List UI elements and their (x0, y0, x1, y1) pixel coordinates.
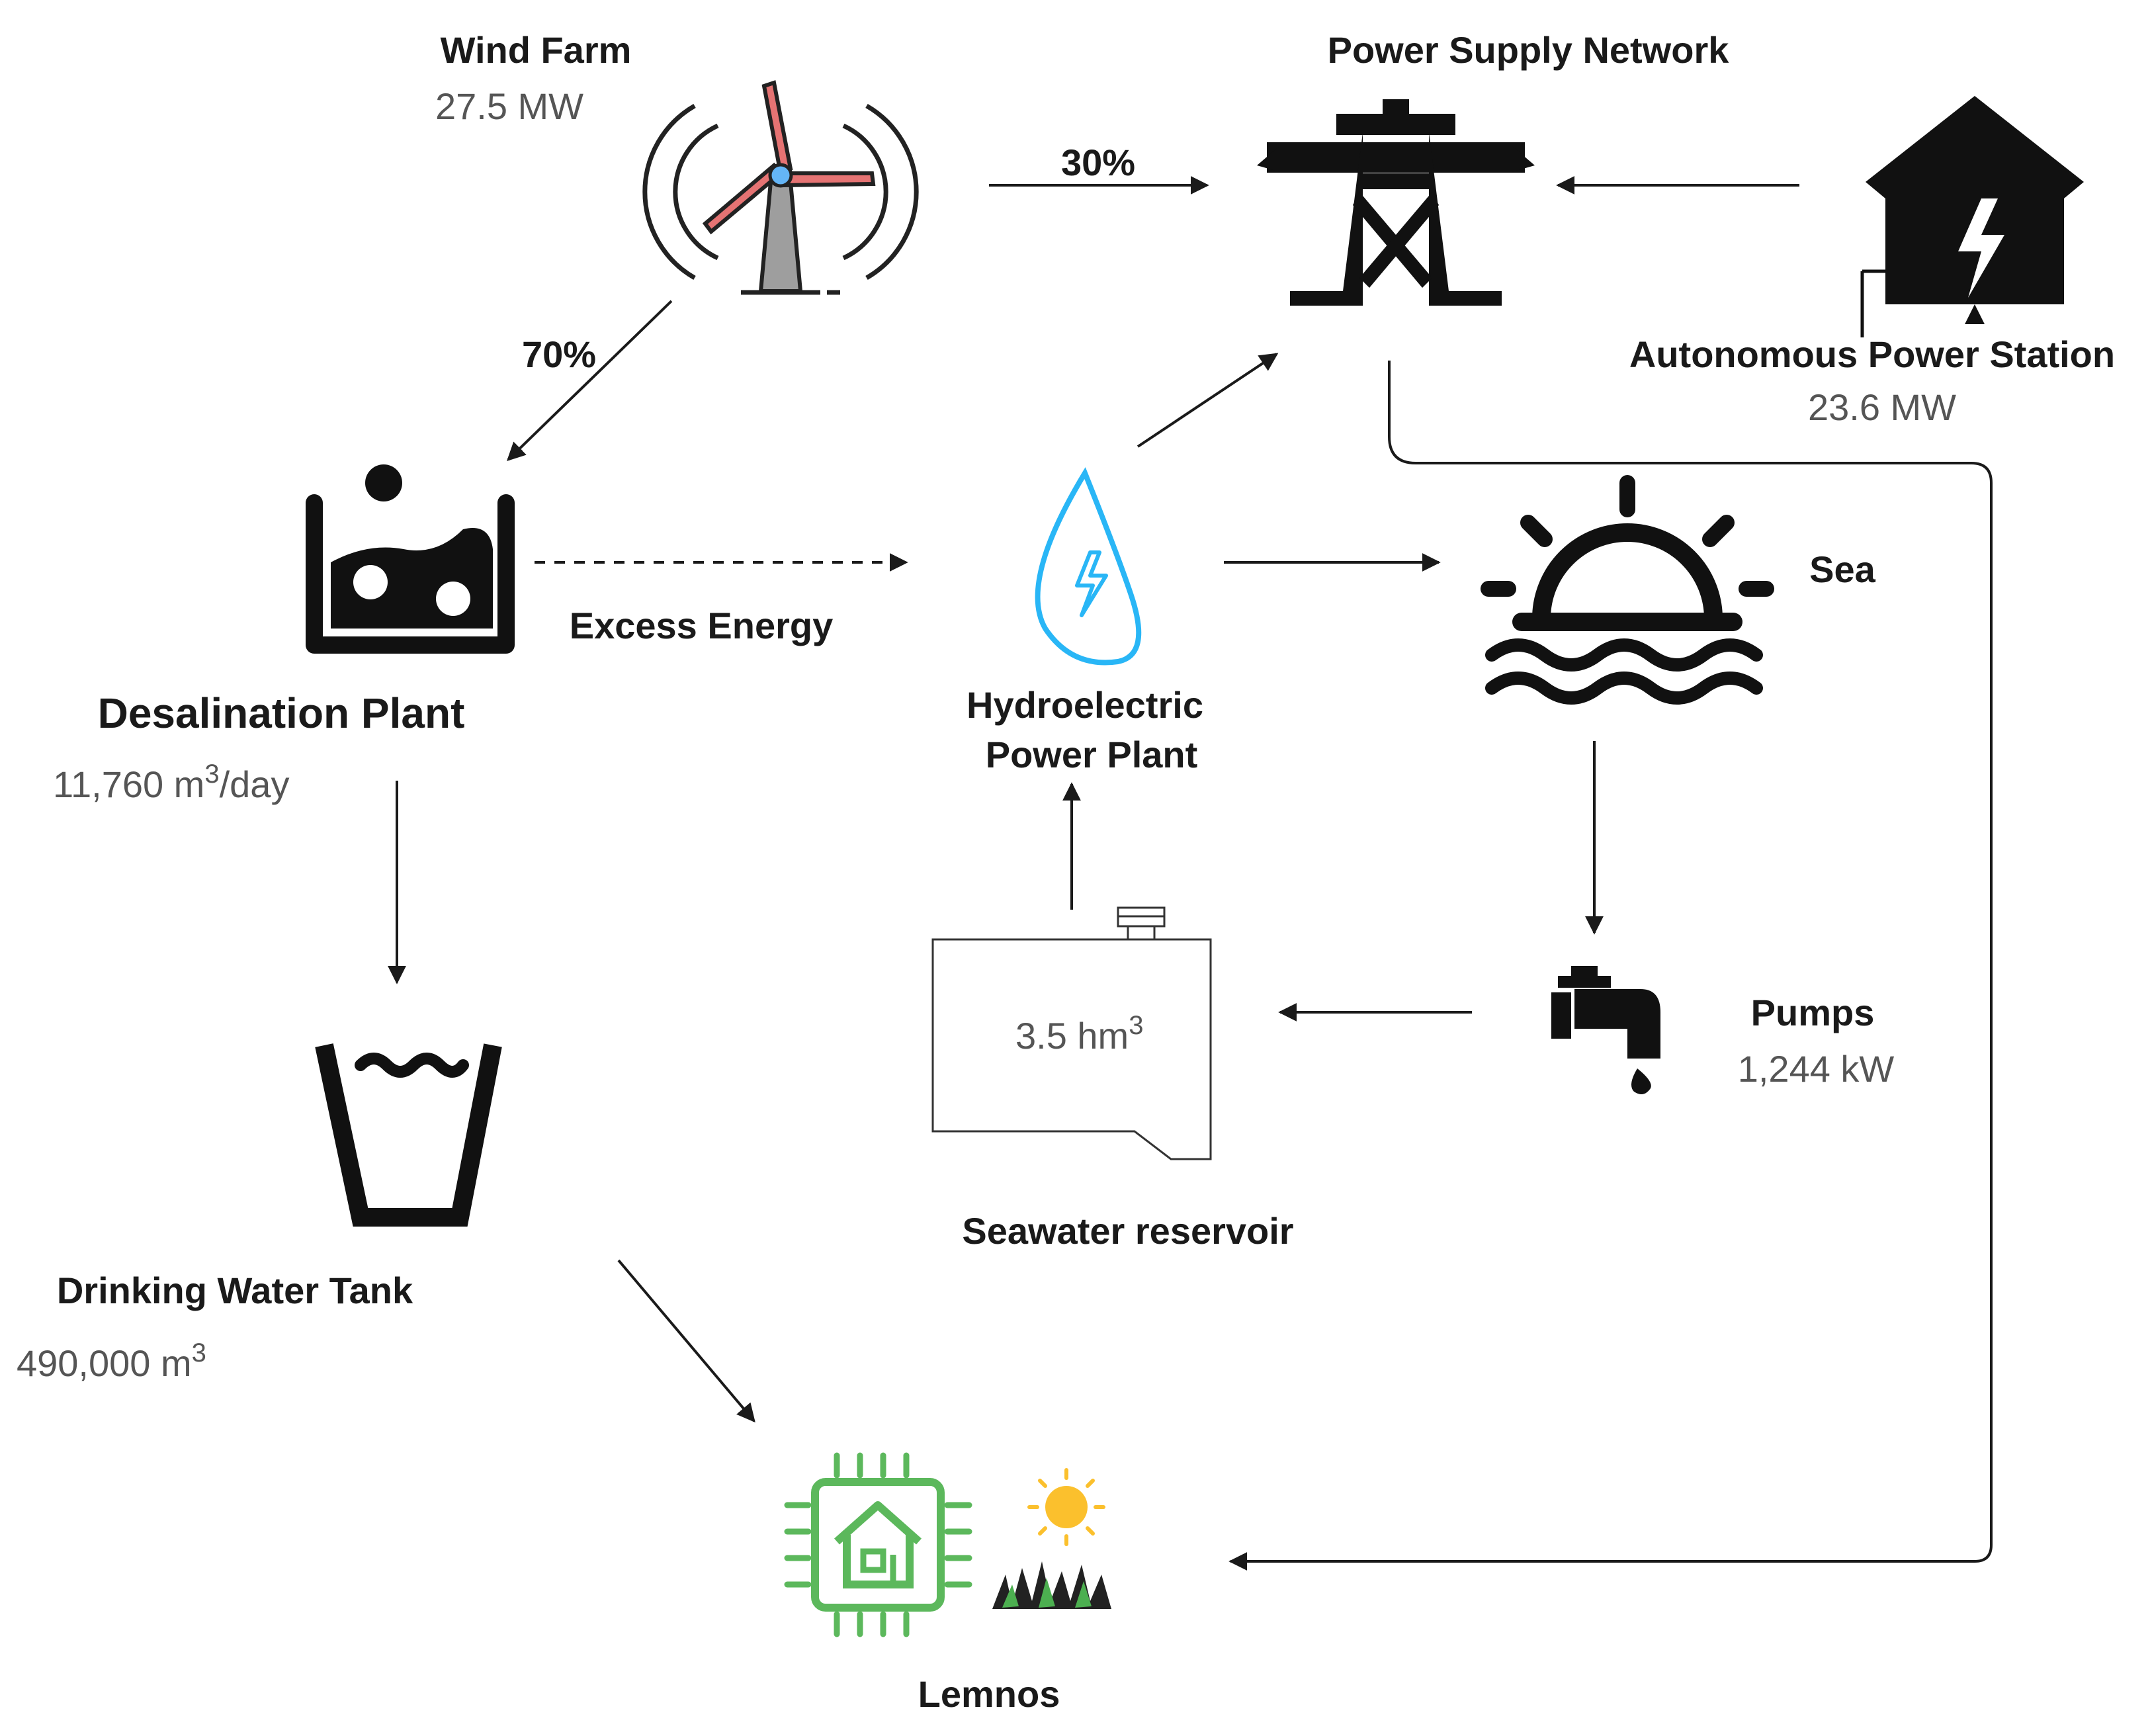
wind-turbine-icon (642, 80, 919, 295)
desalination-tank-icon (306, 464, 515, 654)
sea-node: Sea (1481, 475, 1876, 705)
transmission-tower-icon (1257, 99, 1535, 306)
excess-energy-label: Excess Energy (570, 605, 833, 646)
desalination-node: Desalination Plant 11,760 m3/day (53, 464, 515, 805)
pct-wind-to-network: 30% (1061, 142, 1135, 183)
sun-icon (1027, 1468, 1105, 1546)
drinking-tank-value: 490,000 m3 (17, 1338, 206, 1384)
flow-arrows: 30% 70% Excess Energy (388, 142, 1993, 1571)
grass-icon (992, 1561, 1111, 1609)
wind-farm-value: 27.5 MW (435, 85, 583, 127)
reservoir-tank-shape (931, 906, 1212, 1160)
sea-title: Sea (1809, 548, 1875, 590)
autonomous-station-value: 23.6 MW (1808, 386, 1956, 428)
arrow-hydro-to-network (1137, 353, 1279, 448)
desalination-title: Desalination Plant (98, 689, 465, 737)
drinking-tank-title: Drinking Water Tank (57, 1270, 413, 1311)
pumps-title: Pumps (1751, 992, 1875, 1033)
pct-wind-to-desalination: 70% (522, 333, 596, 375)
hydro-title-line1: Hydroelectric (967, 684, 1203, 726)
autonomous-station-node: Autonomous Power Station 23.6 MW (1629, 96, 2115, 428)
power-network-title: Power Supply Network (1328, 29, 1730, 71)
arrow-network-to-lemnos (1228, 361, 1993, 1571)
water-drop-bolt-icon (1035, 467, 1142, 666)
power-house-icon (1860, 96, 2084, 337)
pumps-value: 1,244 kW (1738, 1048, 1895, 1090)
faucet-pump-icon (1551, 966, 1660, 1094)
smart-home-chip-icon (784, 1452, 972, 1637)
arrow-wind-to-desalination (506, 300, 673, 461)
sunset-sea-icon (1481, 475, 1774, 705)
wind-farm-title: Wind Farm (441, 29, 632, 71)
wind-farm-node: Wind Farm 27.5 MW (435, 29, 919, 295)
arrow-tank-to-lemnos (617, 1259, 755, 1423)
autonomous-station-title: Autonomous Power Station (1629, 333, 2115, 375)
power-network-node: Power Supply Network (1257, 29, 1729, 306)
pumps-node: Pumps 1,244 kW (1551, 966, 1894, 1094)
reservoir-node: 3.5 hm3 Seawater reservoir (931, 906, 1294, 1252)
lemnos-node: Lemnos (784, 1452, 1111, 1715)
water-glass-icon (315, 1043, 502, 1227)
reservoir-title: Seawater reservoir (962, 1210, 1293, 1252)
lemnos-title: Lemnos (918, 1673, 1060, 1715)
drinking-tank-node: Drinking Water Tank 490,000 m3 (17, 1043, 502, 1384)
reservoir-value: 3.5 hm3 (1015, 1011, 1143, 1057)
hydro-node: Hydroelectric Power Plant (967, 467, 1203, 775)
hydro-title-line2: Power Plant (986, 734, 1198, 775)
desalination-value: 11,760 m3/day (53, 760, 289, 805)
